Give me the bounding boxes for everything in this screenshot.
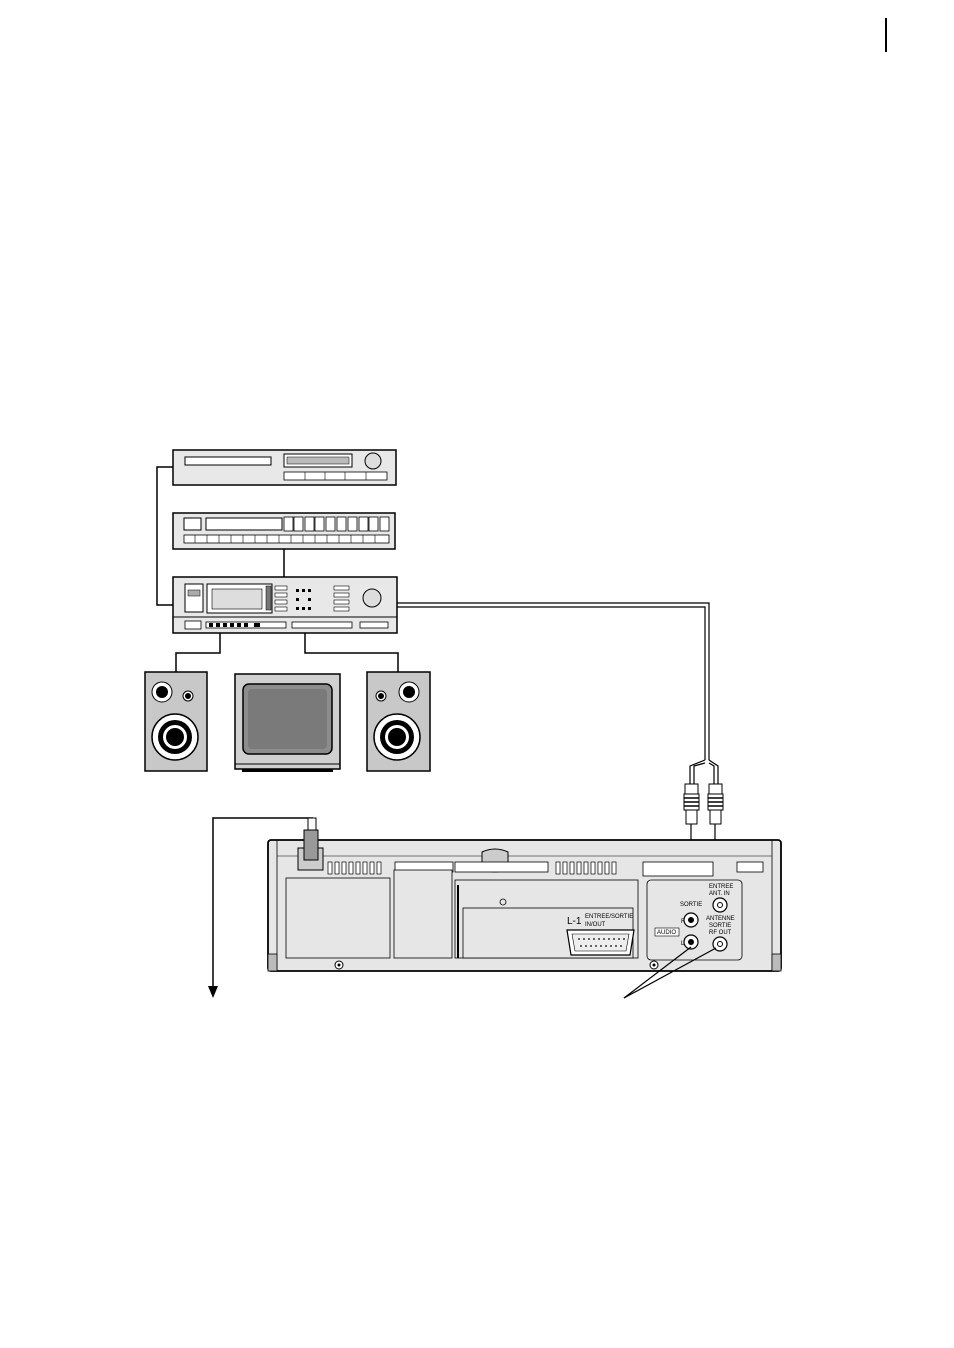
antenna-in-line2: ANT. IN <box>709 891 730 897</box>
audio-label: AUDIO <box>657 930 676 936</box>
antenna-out-line2: SORTIE <box>709 923 731 929</box>
audio-cable <box>397 603 718 784</box>
component-link-wires <box>157 467 398 672</box>
tv-monitor <box>235 674 340 772</box>
amplifier-device <box>173 577 397 633</box>
antenna-out-line1: ANTENNE <box>706 916 735 922</box>
antenna-out-line3: RF OUT <box>709 930 732 936</box>
scart-text-line1: ENTREE/SORTIE <box>585 914 633 920</box>
antenna-cable-arrow <box>208 986 218 998</box>
antenna-in-line1: ENTREE <box>709 884 733 890</box>
audio-jack-l <box>684 935 698 949</box>
left-speaker <box>145 672 207 771</box>
scart-text-line2: IN/OUT <box>585 922 606 928</box>
tuner-device <box>173 450 396 485</box>
right-speaker <box>367 672 430 771</box>
vcr-rear-panel: L-1 ENTREE/SORTIE IN/OUT AUDIO SORTIE R … <box>268 818 781 971</box>
antenna-in-jack <box>713 898 727 912</box>
audio-out-label: SORTIE <box>680 902 702 908</box>
scart-number-label: L-1 <box>567 916 582 927</box>
scart-connector <box>567 930 634 955</box>
cassette-deck-device <box>173 513 395 549</box>
audio-jack-r <box>684 913 698 927</box>
